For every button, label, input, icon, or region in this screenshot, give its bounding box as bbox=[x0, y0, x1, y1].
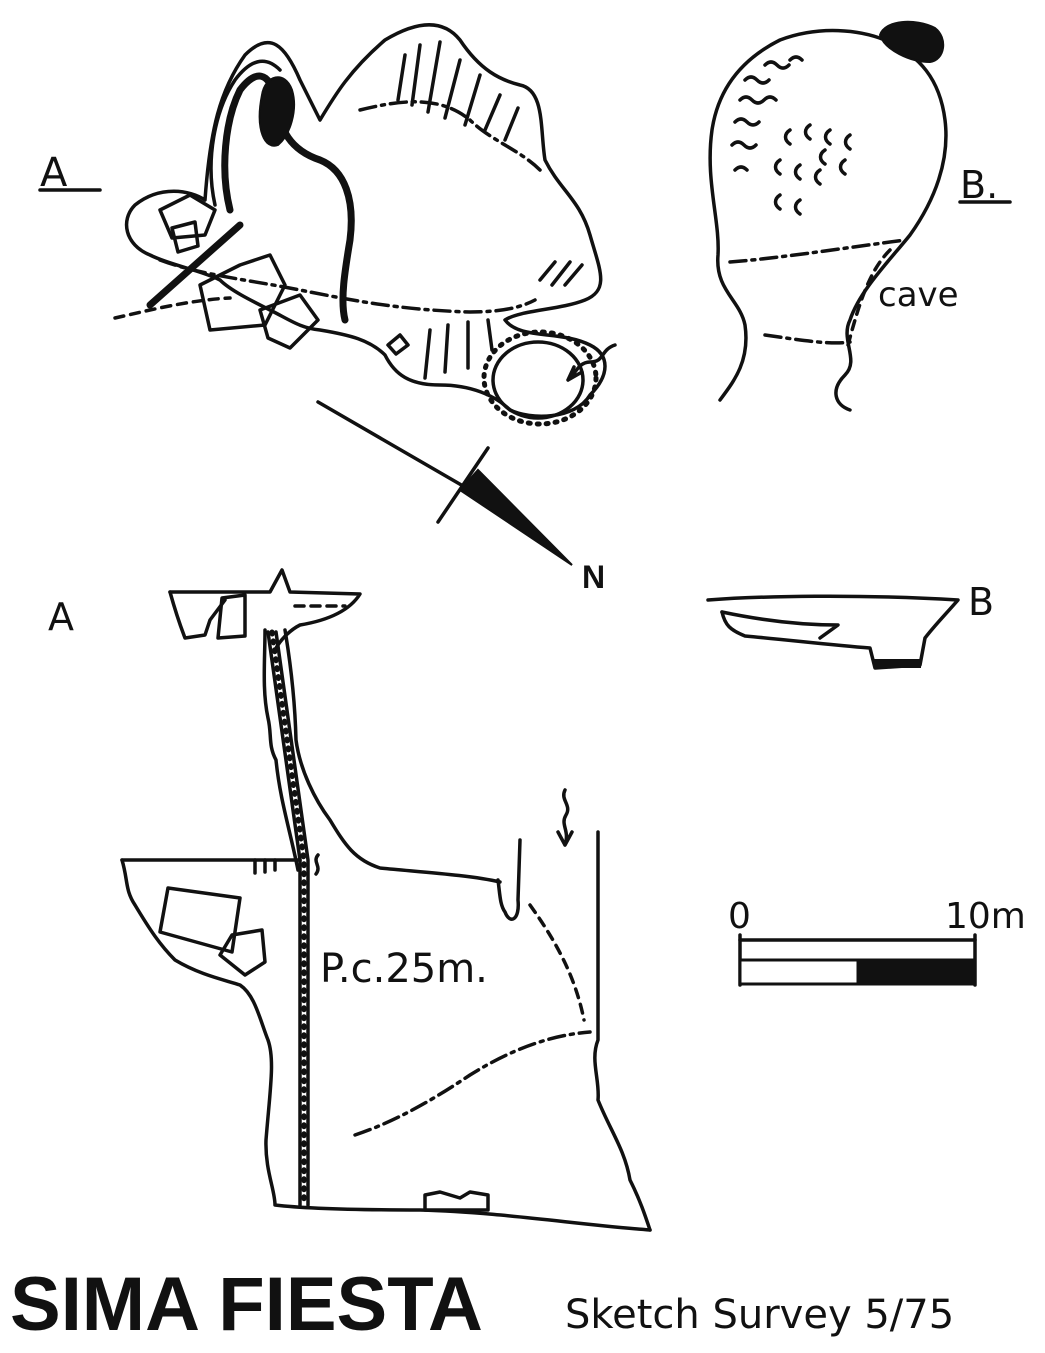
survey-subtitle: Sketch Survey 5/75 bbox=[565, 1292, 954, 1338]
plan-boulder-4 bbox=[258, 293, 320, 350]
plan-slope-marks-top bbox=[396, 40, 520, 142]
plan-boulder-3 bbox=[198, 253, 287, 332]
section-entrance bbox=[168, 568, 362, 652]
plan-label-b: B. bbox=[960, 163, 998, 207]
long-section: A P.c.25m. bbox=[48, 568, 652, 1232]
plan-edge-lower bbox=[158, 258, 537, 314]
north-arrow: N bbox=[316, 400, 605, 595]
elevation-dripline bbox=[728, 238, 907, 264]
plan-ramp-line bbox=[146, 221, 244, 309]
cross-section: B bbox=[706, 580, 994, 670]
section-floor-boulders bbox=[423, 1190, 490, 1212]
north-arrow-crossbar bbox=[436, 446, 490, 524]
section-boulder-2 bbox=[218, 928, 267, 977]
section-water-inlet bbox=[556, 788, 574, 847]
cave-label: cave bbox=[878, 275, 959, 315]
scale-label-end: 10m bbox=[945, 896, 1026, 937]
section-shaft-right bbox=[283, 628, 502, 884]
section-entrance-block bbox=[216, 593, 247, 640]
cross-section-ledge bbox=[720, 610, 840, 640]
north-arrow-shaft bbox=[316, 400, 472, 492]
plan-edge-left bbox=[113, 296, 232, 320]
elevation-rock-texture bbox=[730, 55, 804, 172]
north-arrow-head bbox=[458, 468, 573, 566]
section-boulder-1 bbox=[158, 886, 242, 954]
section-ceiling-step bbox=[496, 838, 522, 921]
section-entrance-left bbox=[168, 590, 227, 640]
elevation-cave-edge bbox=[846, 248, 892, 347]
pitch-label: P.c.25m. bbox=[320, 946, 488, 992]
survey-title: SIMA FIESTA bbox=[10, 1262, 483, 1347]
plan-view: A bbox=[38, 23, 617, 427]
elevation-hatch-marks bbox=[773, 123, 852, 216]
section-ladder-right bbox=[274, 630, 310, 1207]
scale-segment-dark bbox=[856, 958, 977, 986]
scale-label-start: 0 bbox=[728, 896, 751, 937]
plan-edge-upper bbox=[358, 100, 542, 172]
section-floor-slope bbox=[353, 1030, 592, 1137]
section-ladder-rungs bbox=[269, 629, 307, 1208]
scale-bar: 0 10m bbox=[728, 896, 1026, 987]
plan-outline bbox=[124, 23, 607, 418]
plan-entrance-lip bbox=[209, 59, 282, 207]
section-shaft-left bbox=[262, 628, 300, 872]
elevation-outline bbox=[708, 28, 948, 412]
section-label-b: B bbox=[968, 580, 994, 624]
section-chamber-left-wall bbox=[120, 858, 652, 1232]
elevation-dark-patch bbox=[878, 20, 945, 64]
section-label-a: A bbox=[48, 595, 74, 639]
plan-boulder-2 bbox=[170, 220, 200, 254]
north-label: N bbox=[582, 559, 605, 595]
plan-doline-rim bbox=[481, 329, 599, 427]
plan-doline bbox=[491, 340, 585, 420]
section-chamber-right-wall bbox=[593, 830, 652, 1232]
section-drip-1 bbox=[253, 853, 320, 876]
plan-stream-arrow bbox=[566, 343, 617, 382]
plan-boulder-1 bbox=[158, 193, 217, 240]
plan-boulder-5 bbox=[386, 333, 410, 356]
scale-segment-light bbox=[738, 958, 860, 986]
section-inner-edge bbox=[528, 903, 586, 1022]
elevation-floor-line bbox=[763, 333, 852, 345]
cross-section-outline bbox=[706, 594, 960, 670]
plan-slope-marks-bottom bbox=[423, 318, 494, 380]
plan-slope-marks-right bbox=[538, 260, 584, 287]
cross-section-floor bbox=[874, 659, 921, 668]
plan-shaft-fill bbox=[258, 76, 296, 147]
entrance-elevation: B. cave bbox=[708, 20, 1012, 412]
